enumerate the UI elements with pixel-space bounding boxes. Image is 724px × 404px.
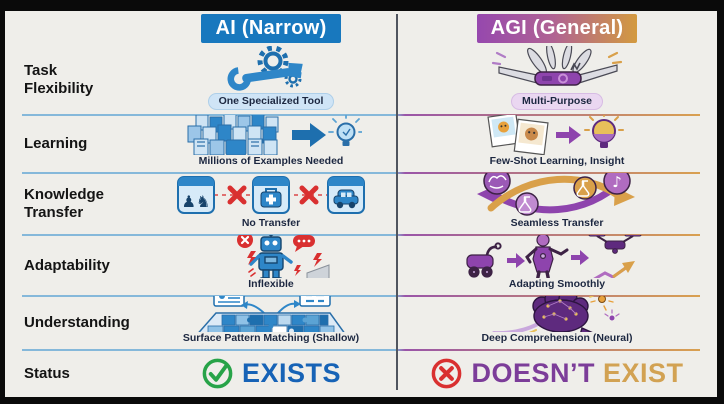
photos-arrow-bulb-icon bbox=[482, 115, 632, 156]
caption: Millions of Examples Needed bbox=[198, 155, 344, 168]
header-cell-left: AI (Narrow) bbox=[145, 11, 397, 45]
row-label: Task Flexibility bbox=[24, 62, 94, 97]
row-label: Learning bbox=[24, 135, 88, 153]
caption: Multi-Purpose bbox=[511, 93, 603, 110]
row-status: Status EXISTS DOESN’T E bbox=[5, 350, 717, 397]
blocked-domain-tiles-icon: ♟♞ bbox=[164, 173, 378, 217]
header-cell-right: AGI (General) bbox=[397, 11, 717, 45]
row-knowledge-transfer: Knowledge Transfer ♟♞ bbox=[5, 173, 717, 236]
row-label: Understanding bbox=[24, 314, 130, 332]
wrench-gear-icon bbox=[227, 45, 315, 93]
caption: Adapting Smoothly bbox=[508, 278, 606, 291]
svg-text:♟♞: ♟♞ bbox=[182, 192, 211, 211]
row-separator bbox=[22, 295, 700, 297]
row-adaptability: Adaptability bbox=[5, 235, 717, 297]
status-exists-text: EXISTS bbox=[241, 358, 342, 388]
cell-general: ♪ Seamless Transfer bbox=[397, 173, 717, 235]
row-label: Adaptability bbox=[24, 256, 110, 274]
cell-narrow: Surface Pattern Matching (Shallow) bbox=[145, 296, 397, 350]
status-doesnt-text: DOESN’T bbox=[471, 358, 595, 388]
neural-brain-icon bbox=[490, 296, 624, 333]
check-circle-icon bbox=[201, 357, 234, 390]
cell-narrow: ♟♞ bbox=[145, 173, 397, 235]
status-narrow: EXISTS bbox=[145, 350, 397, 397]
confused-robot-icon bbox=[209, 235, 333, 279]
puzzle-pattern-icon bbox=[180, 296, 362, 333]
cell-narrow: Millions of Examples Needed bbox=[145, 115, 397, 173]
svg-text:♪: ♪ bbox=[612, 173, 622, 191]
crossing-transfer-arrows-icon: ♪ bbox=[467, 173, 647, 217]
column-divider bbox=[396, 14, 398, 390]
swiss-army-knife-icon bbox=[487, 45, 627, 93]
row-label: Status bbox=[24, 364, 70, 382]
cell-narrow: One Specialized Tool bbox=[145, 45, 397, 115]
caption: No Transfer bbox=[241, 217, 301, 230]
x-circle-icon bbox=[430, 357, 463, 390]
ai-vs-agi-comparison-chart: AI (Narrow) AGI (General) Task Flexibili… bbox=[5, 11, 717, 397]
cell-general: Deep Comprehension (Neural) bbox=[397, 296, 717, 350]
row-understanding: Understanding bbox=[5, 296, 717, 351]
cell-general: Multi-Purpose bbox=[397, 45, 717, 115]
row-learning: Learning bbox=[5, 115, 717, 174]
cell-general: Adapting Smoothly bbox=[397, 235, 717, 296]
agi-general-header: AGI (General) bbox=[476, 14, 638, 43]
row-task-flexibility: Task Flexibility bbox=[5, 45, 717, 116]
ai-narrow-header: AI (Narrow) bbox=[201, 14, 341, 43]
header-spacer bbox=[5, 11, 145, 45]
status-exist-text: EXIST bbox=[602, 358, 684, 388]
cell-general: Few-Shot Learning, Insight bbox=[397, 115, 717, 173]
document-pile-arrow-bulb-icon bbox=[180, 115, 362, 156]
row-separator bbox=[22, 349, 700, 351]
cell-narrow: Inflexible bbox=[145, 235, 397, 296]
row-separator bbox=[22, 114, 700, 116]
caption: Inflexible bbox=[248, 278, 294, 291]
row-separator bbox=[22, 234, 700, 236]
robot-evolution-drone-icon bbox=[461, 235, 653, 279]
caption: Few-Shot Learning, Insight bbox=[489, 155, 625, 168]
status-general: DOESN’T EXIST bbox=[397, 350, 717, 397]
caption: Seamless Transfer bbox=[510, 217, 604, 230]
caption: Deep Comprehension (Neural) bbox=[481, 332, 633, 345]
row-separator bbox=[22, 172, 700, 174]
caption: One Specialized Tool bbox=[207, 93, 335, 110]
row-label: Knowledge Transfer bbox=[24, 186, 105, 221]
caption: Surface Pattern Matching (Shallow) bbox=[182, 332, 360, 345]
header-row: AI (Narrow) AGI (General) bbox=[5, 11, 717, 45]
